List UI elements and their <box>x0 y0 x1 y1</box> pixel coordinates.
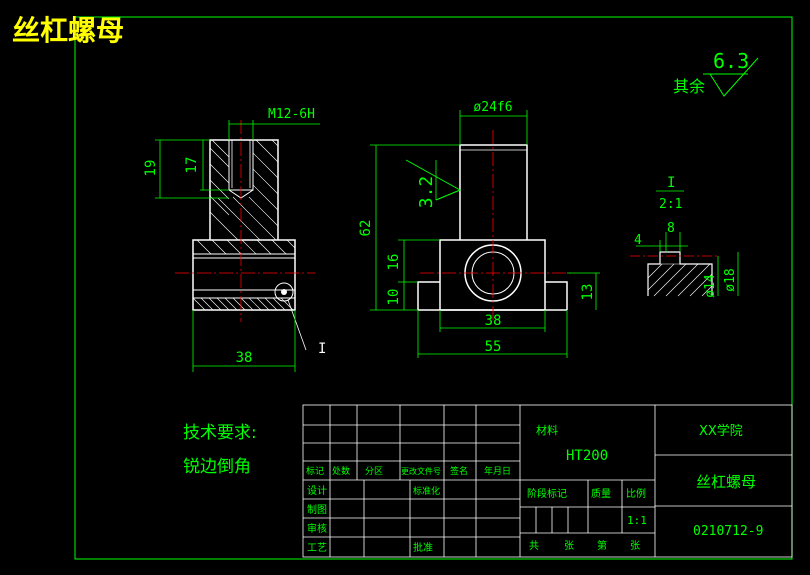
left-section-view: I M12-6H 19 17 38 <box>143 107 326 372</box>
scale-value: 1:1 <box>627 514 647 527</box>
dim-17: 17 <box>184 157 200 174</box>
front-view: ø24f6 3.2 62 16 10 13 38 55 <box>358 100 600 358</box>
rev-header-4: 签名 <box>450 465 468 477</box>
dim-16: 16 <box>386 254 402 271</box>
roughness-other-symbol: 其余 6.3 <box>673 49 759 97</box>
material-label: 材料 <box>536 423 558 437</box>
role-draft: 制图 <box>307 503 327 516</box>
dim-55: 55 <box>485 339 502 355</box>
detail-dim-phi14: ø14 <box>703 274 718 298</box>
detail-scale: 2:1 <box>659 197 682 212</box>
rev-header-1: 处数 <box>332 465 350 477</box>
role-process: 工艺 <box>307 542 327 554</box>
scale-label: 比例 <box>626 487 646 500</box>
weight-label: 质量 <box>591 488 611 500</box>
sheet-no-label: 第 <box>597 539 607 552</box>
detail-name: I <box>667 175 675 191</box>
dim-19: 19 <box>143 160 159 177</box>
dim-62: 62 <box>358 220 374 237</box>
sheet-unit2: 张 <box>630 540 640 552</box>
dim-phi24: ø24f6 <box>473 100 512 115</box>
stage-label: 阶段标记 <box>527 487 567 500</box>
approve-label: 批准 <box>413 541 433 554</box>
dim-38-left: 38 <box>236 350 253 366</box>
part-name: 丝杠螺母 <box>696 473 756 491</box>
roughness-other-label: 其余 <box>673 77 705 96</box>
detail-dim-8: 8 <box>667 221 675 236</box>
role-review: 审核 <box>307 522 327 535</box>
rev-header-3: 更改文件号 <box>401 466 441 476</box>
rev-header-5: 年月日 <box>484 465 511 477</box>
roughness-other-value: 6.3 <box>713 49 749 73</box>
dim-thread: M12-6H <box>268 107 315 122</box>
tech-req-item: 锐边倒角 <box>183 457 251 477</box>
title-block-text: 材料 HT200 XX学院 丝杠螺母 0210712-9 阶段标记 质量 比例 … <box>306 423 763 554</box>
drawing-border <box>74 16 793 560</box>
leader-label-i: I <box>318 341 326 357</box>
title-block <box>302 404 793 558</box>
detail-view-i: I 2:1 4 8 ø14 ø18 <box>630 175 739 298</box>
material-value: HT200 <box>566 448 608 464</box>
drawing-number: 0210712-9 <box>693 524 763 539</box>
detail-dim-4: 4 <box>634 233 642 248</box>
school-name: XX学院 <box>699 423 743 439</box>
drawing-title: 丝杠螺母 <box>12 14 124 47</box>
role-design: 设计 <box>307 484 327 497</box>
rev-header-2: 分区 <box>365 466 383 477</box>
dim-38-mid: 38 <box>485 313 502 329</box>
roughness-side-value: 3.2 <box>416 176 437 209</box>
std-label: 标准化 <box>413 485 440 497</box>
tech-req-title: 技术要求: <box>183 423 257 443</box>
sheets-total-label: 共 <box>529 540 539 552</box>
detail-dim-phi18: ø18 <box>723 268 738 291</box>
sheets-unit: 张 <box>564 540 574 552</box>
dim-10: 10 <box>386 289 402 306</box>
rev-header-0: 标记 <box>306 465 324 477</box>
dim-13: 13 <box>580 284 596 301</box>
